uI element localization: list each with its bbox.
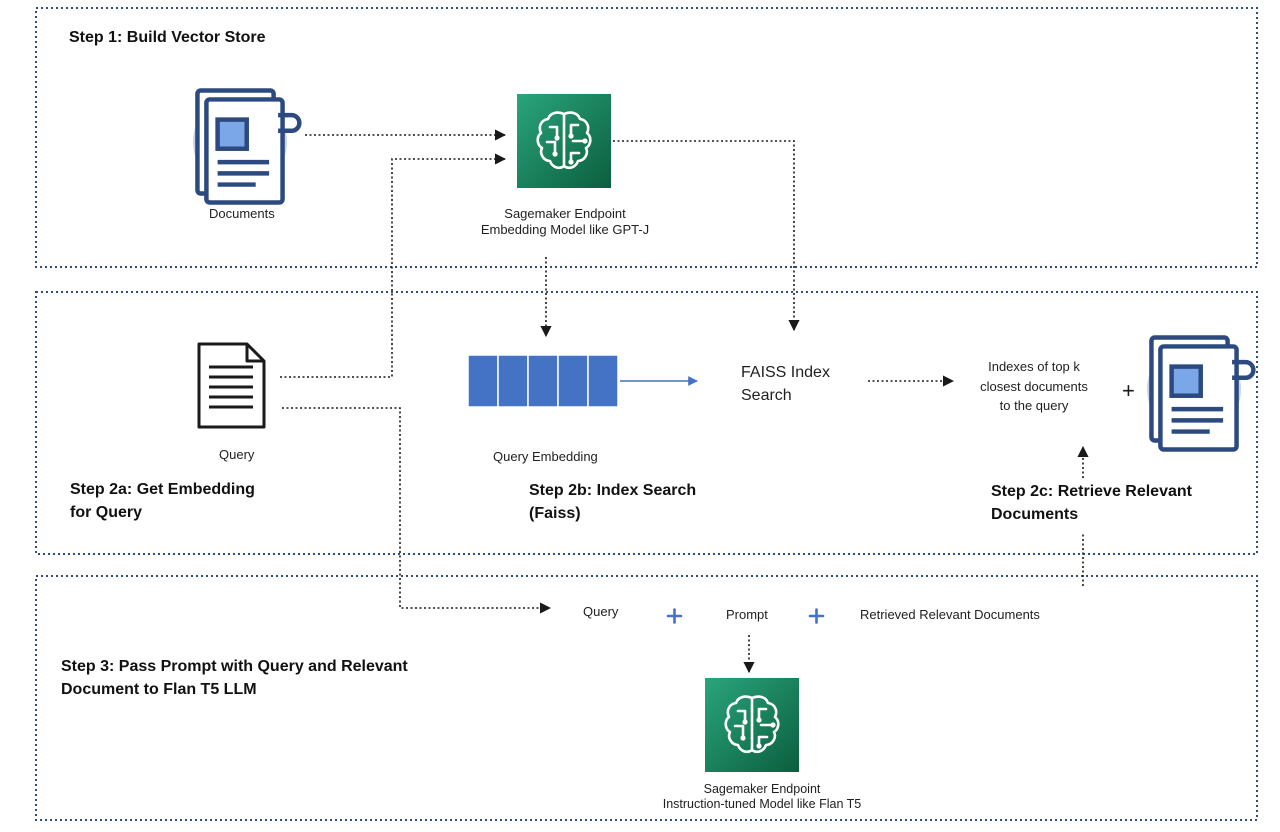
step1-title: Step 1: Build Vector Store [69,29,266,46]
faiss-index-search-label: FAISS Index Search [741,361,830,407]
llm-endpoint-line1: Sagemaker Endpoint [703,782,821,796]
top-k-line1: Indexes of top k [988,359,1080,374]
llm-endpoint-line2: Instruction-tuned Model like Flan T5 [662,797,862,811]
faiss-line1: FAISS Index [741,364,830,381]
step2b-title: Step 2b: Index Search (Faiss) [529,479,696,525]
step3-frame [35,575,1258,821]
prompt-row-query: Query [583,604,619,619]
embedding-endpoint-label: Sagemaker Endpoint Embedding Model like … [450,206,680,237]
top-k-line2: closest documents [980,378,1088,394]
llm-endpoint-label: Sagemaker Endpoint Instruction-tuned Mod… [620,782,904,812]
faiss-line2: Search [741,387,792,404]
step2c-title-line2: Documents [991,506,1079,523]
documents-label: Documents [209,206,275,221]
embedding-endpoint-line1: Sagemaker Endpoint [504,206,626,221]
step1-frame [35,7,1258,268]
step2c-title-line1: Step 2c: Retrieve Relevant [991,483,1192,500]
plus-icon-1 [666,608,683,624]
embedding-endpoint-line2: Embedding Model like GPT-J [480,221,650,237]
query-document-icon [197,342,266,429]
prompt-row-retrieved: Retrieved Relevant Documents [860,607,1040,622]
query-embedding-vector [467,354,619,408]
step3-title: Step 3: Pass Prompt with Query and Relev… [61,655,408,701]
sagemaker-embedding-icon [515,92,613,190]
step2b-title-line2: (Faiss) [529,505,581,522]
query-to-endpoint-arrow [280,153,507,378]
documents-icon [193,90,299,202]
sagemaker-llm-icon [703,676,801,774]
step2a-title-line1: Step 2a: Get Embedding [70,481,255,498]
step2a-title-line2: for Query [70,504,143,521]
top-k-plus: + [1122,378,1135,403]
plus-icon-2 [808,608,825,624]
query-to-prompt-row-arrow [282,407,552,614]
step2c-title: Step 2c: Retrieve Relevant Documents [991,480,1192,526]
relevant-documents-icon [1147,337,1253,449]
prompt-row-prompt: Prompt [726,607,768,622]
step3-title-line2: Document to Flan T5 LLM [61,681,257,698]
step2-frame [35,291,1258,555]
query-label: Query [219,447,255,462]
step3-title-line1: Step 3: Pass Prompt with Query and Relev… [61,658,408,675]
step2b-title-line1: Step 2b: Index Search [529,482,697,499]
top-k-label: Indexes of top k closest documents to th… [964,357,1104,416]
step2a-title: Step 2a: Get Embedding for Query [70,478,255,524]
top-k-line3: to the query [999,398,1069,413]
endpoint-to-faiss-arrow [613,140,800,332]
query-embedding-label: Query Embedding [493,449,598,464]
